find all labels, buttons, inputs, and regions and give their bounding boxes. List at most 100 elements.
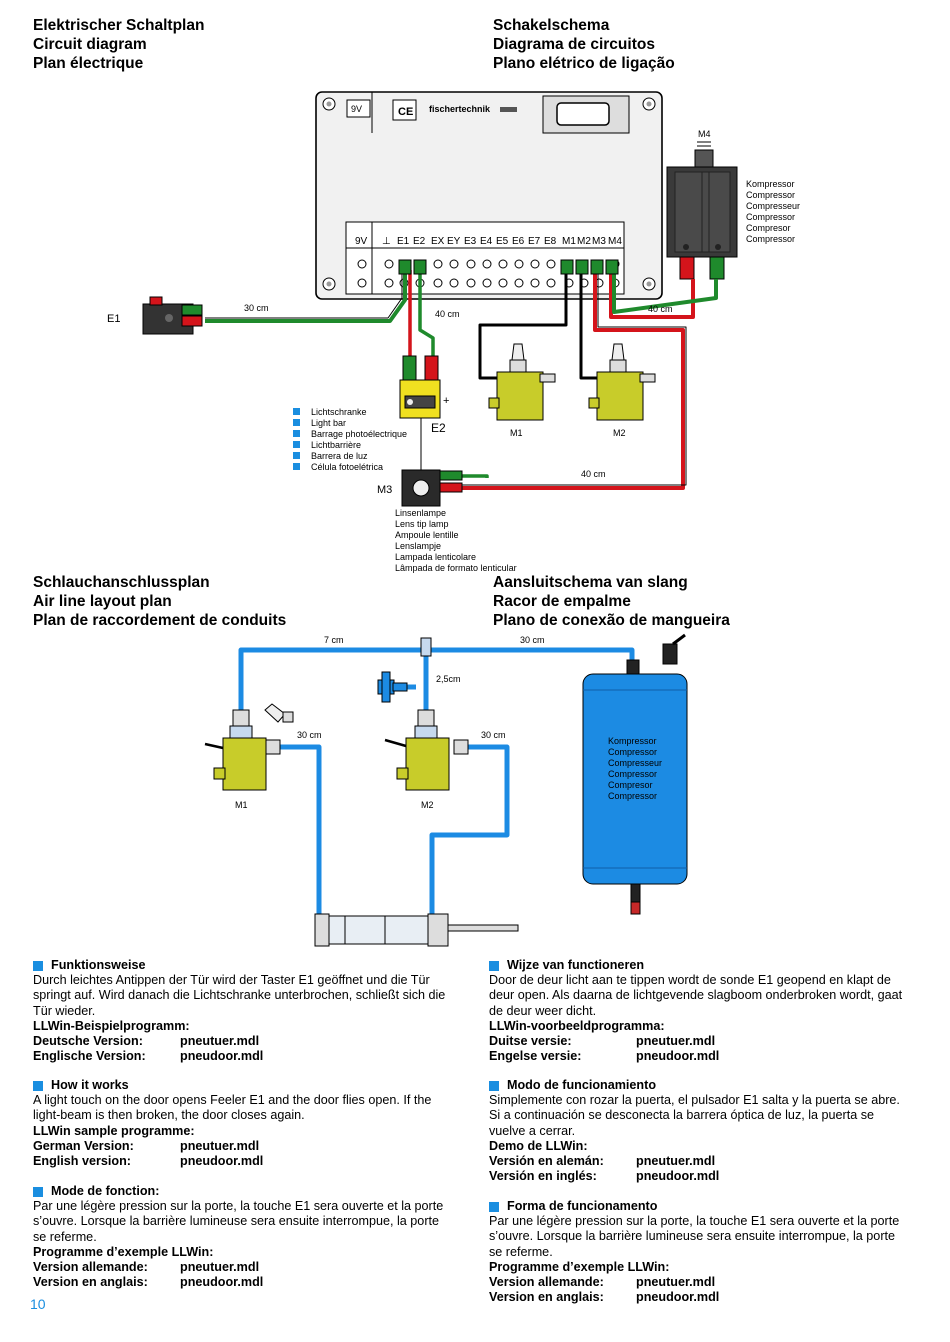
terminal-socket <box>530 259 540 269</box>
svg-text:Compressor: Compressor <box>608 747 657 757</box>
bullet-square <box>33 1186 43 1197</box>
svg-text:40 cm: 40 cm <box>648 304 673 314</box>
terminal-label: M4 <box>608 236 622 247</box>
section-functional-en: How it works A light touch on the door o… <box>33 1078 432 1169</box>
air-compressor <box>582 633 688 915</box>
terminal-label: M2 <box>577 236 591 247</box>
terminal-label: E1 <box>397 236 410 247</box>
air-label-m2: M2 <box>421 800 434 810</box>
air-compressor-names: Kompressor Compressor Compresseur Compre… <box>608 736 662 801</box>
svg-text:Light bar: Light bar <box>311 418 346 428</box>
terminal-socket <box>498 278 508 288</box>
svg-text:Lichtschranke: Lichtschranke <box>311 407 367 417</box>
svg-text:2,5cm: 2,5cm <box>436 674 461 684</box>
section-functional-de: Funktionsweise Durch leichtes Antippen d… <box>33 958 446 1064</box>
section-functional-pt: Forma de funcionamento Par une légère pr… <box>489 1199 900 1305</box>
svg-text:+: + <box>443 395 449 407</box>
terminal-socket <box>384 259 394 269</box>
terminal-label: 9V <box>355 236 368 247</box>
heading-air-right: Aansluitschema van slang Racor de empalm… <box>493 574 730 629</box>
terminal-label: E3 <box>464 236 477 247</box>
svg-text:Compresor: Compresor <box>746 223 791 233</box>
terminal-label: M3 <box>592 236 606 247</box>
heading-circuit-right: Schakelschema Diagrama de circuitos Plan… <box>493 17 675 72</box>
bullet-square <box>489 960 499 971</box>
svg-text:30 cm: 30 cm <box>297 730 322 740</box>
pneumatic-cylinder <box>314 913 519 947</box>
bullet-square <box>33 1080 43 1091</box>
valve-m2 <box>588 343 656 421</box>
label-m3: M3 <box>377 484 392 496</box>
label-e2: E2 <box>431 421 446 435</box>
terminal-socket <box>498 259 508 269</box>
label-m1: M1 <box>510 428 523 438</box>
svg-text:Compresseur: Compresseur <box>746 201 800 211</box>
air-valve-m2 <box>384 709 469 791</box>
svg-text:Barrera de luz: Barrera de luz <box>311 451 368 461</box>
svg-text:30 cm: 30 cm <box>520 635 545 645</box>
terminal-socket <box>546 259 556 269</box>
svg-text:Linsenlampe: Linsenlampe <box>395 508 446 518</box>
section-functional-fr: Mode de fonction: Par une légère pressio… <box>33 1184 444 1290</box>
svg-text:Compresor: Compresor <box>608 780 653 790</box>
light-bar-bullets <box>293 408 300 470</box>
svg-text:40 cm: 40 cm <box>435 309 460 319</box>
lens-lamp-names: Linsenlampe Lens tip lamp Ampoule lentil… <box>395 508 517 573</box>
svg-text:30 cm: 30 cm <box>481 730 506 740</box>
heading-circuit-left: Elektrischer Schaltplan Circuit diagram … <box>33 17 205 72</box>
section-functional-nl: Wijze van functioneren Door de deur lich… <box>489 958 903 1064</box>
terminal-socket <box>449 259 459 269</box>
terminal-label: E5 <box>496 236 509 247</box>
terminal-socket <box>449 278 459 288</box>
section-functional-es: Modo de funcionamiento Simplemente con r… <box>489 1078 900 1184</box>
label-m2: M2 <box>613 428 626 438</box>
bullet-square <box>33 960 43 971</box>
svg-text:Compresseur: Compresseur <box>608 758 662 768</box>
terminal-socket <box>357 259 367 269</box>
terminal-label: E6 <box>512 236 525 247</box>
terminal-label: E2 <box>413 236 426 247</box>
svg-text:Compressor: Compressor <box>746 234 795 244</box>
svg-text:Ampoule lentille: Ampoule lentille <box>395 530 459 540</box>
svg-text:Compressor: Compressor <box>608 769 657 779</box>
heading-air-left: Schlauchanschlussplan Air line layout pl… <box>33 574 287 629</box>
svg-text:CE: CE <box>398 106 413 118</box>
terminal-socket <box>357 278 367 288</box>
terminal-socket <box>384 278 394 288</box>
air-line-diagram: 7 cm 30 cm 2,5cm 30 cm 30 cm M1 M2 <box>204 633 688 947</box>
terminal-socket <box>466 259 476 269</box>
svg-text:Barrage photoélectrique: Barrage photoélectrique <box>311 429 407 439</box>
terminal-label: EY <box>447 236 461 247</box>
terminal-label: ⊥ <box>382 236 391 247</box>
terminal-socket <box>514 278 524 288</box>
terminal-socket <box>514 259 524 269</box>
label-m4: M4 <box>698 129 711 139</box>
svg-text:Lenslampje: Lenslampje <box>395 541 441 551</box>
tee-connector <box>377 637 432 703</box>
label-e1: E1 <box>107 313 120 325</box>
terminal-socket <box>530 278 540 288</box>
svg-text:Lampada lenticolare: Lampada lenticolare <box>395 552 476 562</box>
terminal-label: E4 <box>480 236 493 247</box>
terminal-socket <box>482 278 492 288</box>
terminal-socket <box>466 278 476 288</box>
light-bar-e2 <box>399 355 441 419</box>
lens-lamp-m3 <box>401 469 463 507</box>
terminal-label: EX <box>431 236 445 247</box>
svg-text:Lichtbarrière: Lichtbarrière <box>311 440 361 450</box>
bullet-square <box>489 1080 499 1091</box>
svg-text:40 cm: 40 cm <box>581 469 606 479</box>
svg-text:Célula fotoelétrica: Célula fotoelétrica <box>311 462 383 472</box>
terminal-socket <box>433 278 443 288</box>
svg-text:Compressor: Compressor <box>608 791 657 801</box>
pushbutton-switch-e1 <box>142 296 203 335</box>
terminal-label: E8 <box>544 236 557 247</box>
light-bar-names: Lichtschranke Light bar Barrage photoéle… <box>311 407 407 472</box>
bullet-square <box>489 1201 499 1212</box>
compressor-motor-m4 <box>666 141 738 280</box>
svg-text:9V: 9V <box>351 104 362 114</box>
terminal-socket <box>433 259 443 269</box>
svg-text:Compressor: Compressor <box>746 212 795 222</box>
svg-text:30 cm: 30 cm <box>244 303 269 313</box>
terminal-socket <box>546 278 556 288</box>
